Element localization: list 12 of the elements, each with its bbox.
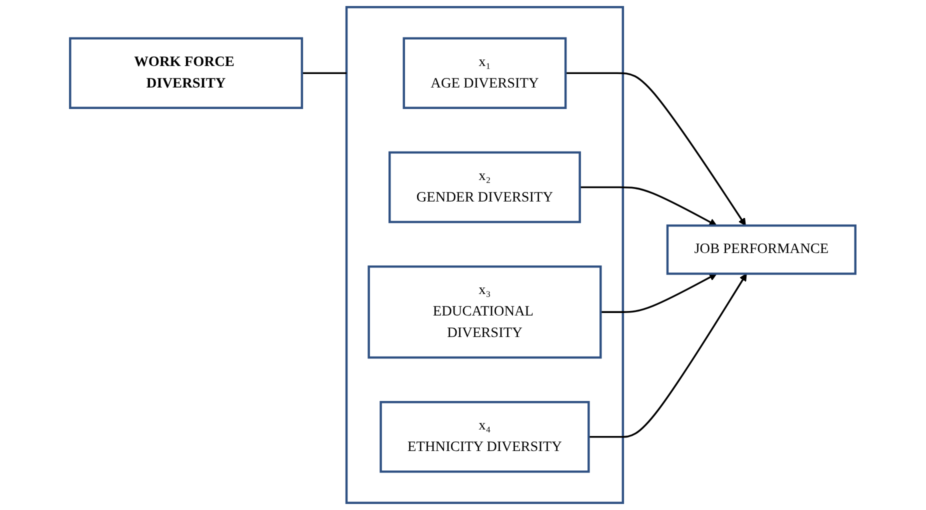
node-box: JOB PERFORMANCE <box>666 224 857 275</box>
node-box: x₃ EDUCATIONAL DIVERSITY <box>368 265 602 359</box>
arrow <box>580 186 718 226</box>
node-box: x₂ GENDER DIVERSITY <box>388 151 582 224</box>
connector <box>302 72 347 74</box>
cluster <box>346 6 624 504</box>
arrow <box>588 273 748 438</box>
arrow <box>600 273 718 313</box>
arrow <box>566 72 746 226</box>
node-box: WORK FORCE DIVERSITY <box>69 37 304 109</box>
node-box: x₁ AGE DIVERSITY <box>403 37 567 109</box>
node-box: x₄ ETHNICITY DIVERSITY <box>380 401 590 473</box>
